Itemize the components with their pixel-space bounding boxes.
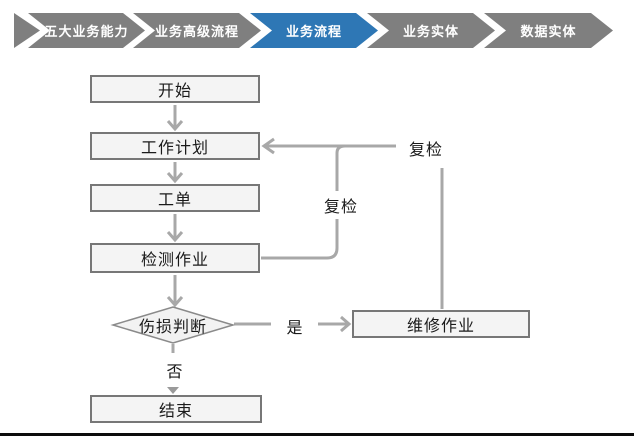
nav-step-data-entity[interactable]: 数据实体 xyxy=(484,13,613,48)
edge-inspect-recheck xyxy=(261,144,346,260)
arrow-plan-to-order xyxy=(166,162,184,184)
flow-node-inspection: 检测作业 xyxy=(90,243,260,273)
decision-diamond-shape xyxy=(110,306,236,344)
flow-node-work-plan: 工作计划 xyxy=(90,132,260,160)
arrow-yes-to-repair xyxy=(318,315,352,333)
arrow-order-to-inspect xyxy=(166,214,184,243)
flow-node-work-order: 工单 xyxy=(90,184,260,212)
arrow-start-to-plan xyxy=(166,105,184,132)
arrow-inspect-to-judge xyxy=(166,275,184,308)
arrowhead-no-to-end xyxy=(167,387,179,394)
edge-label-recheck-right: 复检 xyxy=(398,134,454,162)
nav-step-high-level-process[interactable]: 业务高级流程 xyxy=(133,13,261,48)
flow-node-repair: 维修作业 xyxy=(352,310,530,338)
flow-node-start: 开始 xyxy=(90,75,260,103)
edge-label-yes: 是 xyxy=(278,312,312,340)
nav-step-business-capabilities[interactable]: 五大业务能力 xyxy=(28,13,145,48)
edge-label-no: 否 xyxy=(158,356,192,384)
arrow-recheck-to-plan xyxy=(261,137,396,155)
flow-node-end: 结束 xyxy=(90,395,262,423)
bottom-border-line xyxy=(0,433,634,436)
edge-label-recheck-mid: 复检 xyxy=(318,191,364,219)
flow-node-damage-judgment-label: 伤损判断 xyxy=(138,319,207,336)
